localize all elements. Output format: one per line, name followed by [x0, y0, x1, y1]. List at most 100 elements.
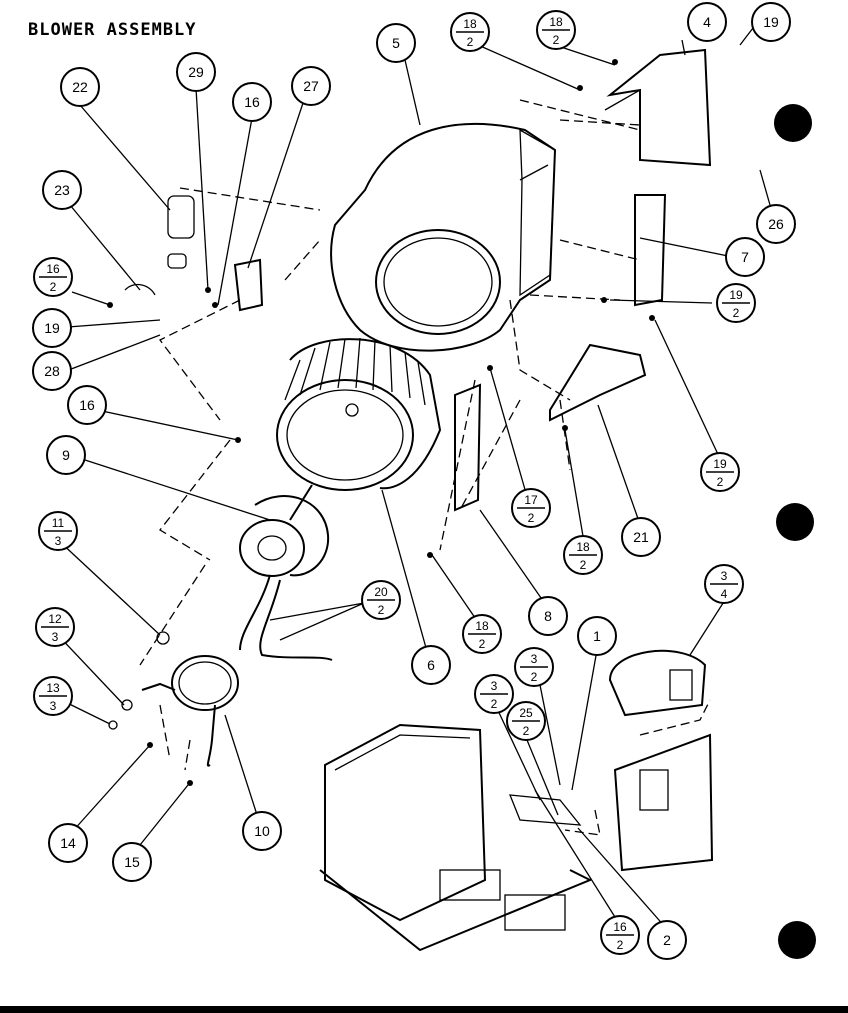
- callout-circle: [411, 645, 451, 685]
- assembly-lines: [139, 99, 711, 836]
- callout-top-number: 17: [524, 493, 538, 507]
- leader-lines: [52, 27, 771, 929]
- callout-circle: [232, 82, 272, 122]
- callout-circle: [687, 2, 727, 42]
- callout-number: 14: [60, 835, 76, 851]
- callout-26: 26: [756, 204, 796, 244]
- callout-top-number: 16: [613, 920, 627, 934]
- callout-circle: [291, 66, 331, 106]
- callout-circle: [42, 170, 82, 210]
- callout-circle: [46, 435, 86, 475]
- callout-28: 28: [32, 351, 72, 391]
- registration-dot: [778, 921, 816, 959]
- callout-9: 9: [46, 435, 86, 475]
- callout-bottom-number: 2: [553, 33, 560, 47]
- callout-circle: [376, 23, 416, 63]
- callout-top-number: 12: [48, 612, 62, 626]
- callout-circle: [751, 2, 791, 42]
- callout-top-number: 18: [463, 17, 477, 31]
- callout-23: 23: [42, 170, 82, 210]
- diagram-title: BLOWER ASSEMBLY: [28, 20, 197, 40]
- callout-number: 27: [303, 78, 319, 94]
- callout-16-2a: 162: [33, 257, 73, 297]
- callout-circle: [242, 811, 282, 851]
- callout-17-2: 172: [511, 488, 551, 528]
- callout-bottom-number: 2: [378, 603, 385, 617]
- cabinet-base: [319, 649, 714, 952]
- callout-bottom-number: 2: [523, 724, 530, 738]
- callout-number: 22: [72, 79, 88, 95]
- callout-circle: [112, 842, 152, 882]
- callout-number: 4: [703, 14, 711, 30]
- callout-19-2a: 192: [716, 283, 756, 323]
- callout-circle: [67, 385, 107, 425]
- callout-top-number: 3: [531, 652, 538, 666]
- callout-top-number: 13: [46, 681, 60, 695]
- callout-number: 2: [663, 932, 671, 948]
- callout-2: 2: [647, 920, 687, 960]
- registration-dot: [776, 503, 814, 541]
- callout-15: 15: [112, 842, 152, 882]
- callout-bottom-number: 2: [733, 306, 740, 320]
- callout-number: 9: [62, 447, 70, 463]
- callout-top-number: 3: [491, 679, 498, 693]
- callout-top-number: 19: [729, 288, 743, 302]
- callout-5: 5: [376, 23, 416, 63]
- callout-18-2c: 182: [563, 535, 603, 575]
- callout-bottom-number: 2: [50, 280, 57, 294]
- callout-top-number: 16: [46, 262, 60, 276]
- callout-bottom-number: 2: [467, 35, 474, 49]
- callout-12-3: 123: [35, 607, 75, 647]
- callout-18-2d: 182: [462, 614, 502, 654]
- callout-21: 21: [621, 517, 661, 557]
- callout-number: 16: [244, 94, 260, 110]
- callout-bottom-number: 2: [479, 637, 486, 651]
- callout-bottom-number: 2: [528, 511, 535, 525]
- callout-top-number: 18: [475, 619, 489, 633]
- callout-10: 10: [242, 811, 282, 851]
- callout-number: 28: [44, 363, 60, 379]
- callout-top-number: 11: [52, 516, 65, 530]
- callout-bottom-number: 2: [717, 475, 724, 489]
- callout-13-3: 133: [33, 676, 73, 716]
- callout-top-number: 18: [549, 15, 563, 29]
- callout-6: 6: [411, 645, 451, 685]
- callout-22: 22: [60, 67, 100, 107]
- callout-3-2a: 32: [514, 647, 554, 687]
- callout-number: 1: [593, 628, 601, 644]
- callout-bottom-number: 2: [531, 670, 538, 684]
- blower-housing: [330, 122, 557, 352]
- callout-number: 10: [254, 823, 270, 839]
- callout-number: 21: [633, 529, 649, 545]
- callout-top-number: 25: [519, 706, 533, 720]
- callout-19a: 19: [751, 2, 791, 42]
- callout-16a: 16: [232, 82, 272, 122]
- callout-top-number: 19: [713, 457, 727, 471]
- housing-brackets: [124, 48, 712, 512]
- callout-18-2b: 182: [536, 10, 576, 50]
- callout-bottom-number: 2: [617, 938, 624, 952]
- callout-14: 14: [48, 823, 88, 863]
- callout-29: 29: [176, 52, 216, 92]
- callout-circle: [621, 517, 661, 557]
- callout-bottom-number: 3: [52, 630, 59, 644]
- callout-circle: [725, 237, 765, 277]
- callout-circle: [48, 823, 88, 863]
- blower-motor: [239, 484, 333, 661]
- fasteners: [107, 59, 655, 786]
- callout-bottom-number: 4: [721, 587, 728, 601]
- callout-16-2b: 162: [600, 915, 640, 955]
- callout-bottom-number: 2: [491, 697, 498, 711]
- callout-number: 26: [768, 216, 784, 232]
- callout-top-number: 3: [721, 569, 728, 583]
- callout-number: 19: [44, 320, 60, 336]
- callout-3-2b: 32: [474, 674, 514, 714]
- callout-circle: [176, 52, 216, 92]
- callout-number: 16: [79, 397, 95, 413]
- callout-top-number: 18: [576, 540, 590, 554]
- callout-circle: [32, 351, 72, 391]
- callout-number: 15: [124, 854, 140, 870]
